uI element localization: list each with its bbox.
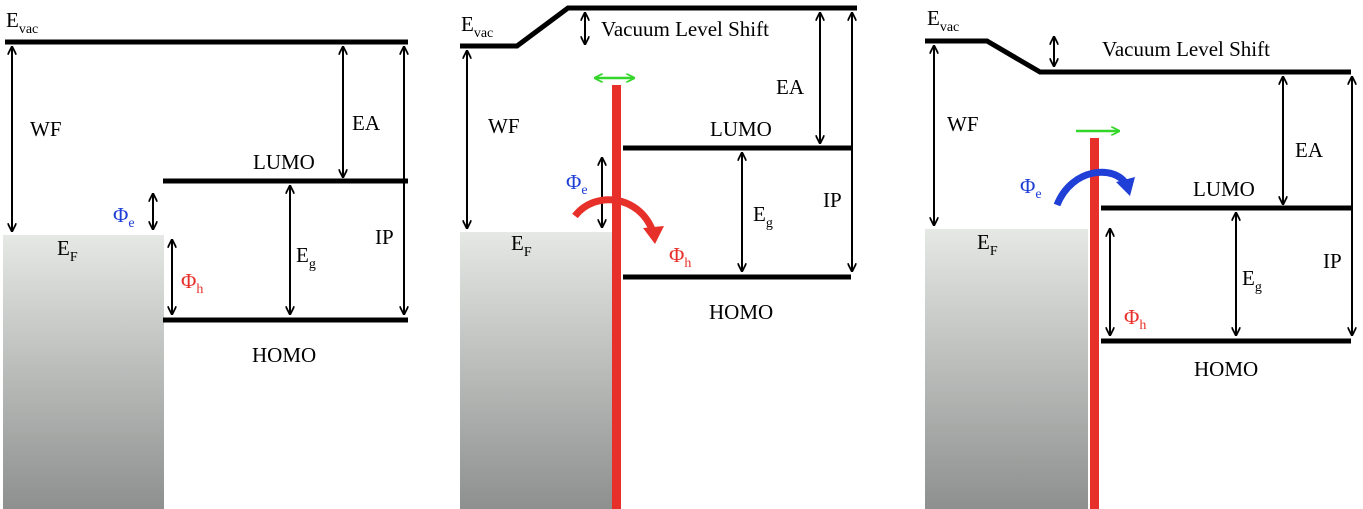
- ip-label: IP: [375, 225, 394, 249]
- eg-label: Eg: [1242, 266, 1262, 295]
- homo-label: HOMO: [709, 300, 773, 324]
- panel-downward-shift: Evac Vacuum Level Shift WF EA LUMO IP Eg…: [925, 6, 1352, 509]
- vacuum-shift-label: Vacuum Level Shift: [1102, 37, 1270, 61]
- interface-dipole-layer: [612, 85, 621, 509]
- eg-label: Eg: [296, 243, 316, 272]
- electron-injection-arrowhead: [1116, 177, 1135, 196]
- ef-label: EF: [57, 236, 78, 265]
- hole-injection-arrowhead: [643, 226, 664, 244]
- ef-label: EF: [977, 230, 998, 259]
- lumo-label: LUMO: [710, 117, 772, 141]
- evac-label: Evac: [6, 8, 38, 37]
- metal-block: [3, 235, 164, 509]
- evac-label: Evac: [927, 6, 959, 35]
- eg-label: Eg: [753, 202, 773, 231]
- lumo-label: LUMO: [1193, 177, 1255, 201]
- lumo-label: LUMO: [253, 150, 315, 174]
- homo-label: HOMO: [252, 343, 316, 367]
- phi-h-label: Φh: [669, 243, 691, 271]
- wf-label: WF: [947, 112, 979, 136]
- ea-label: EA: [776, 75, 805, 99]
- vacuum-shift-label: Vacuum Level Shift: [601, 17, 769, 41]
- ip-label: IP: [1323, 249, 1342, 273]
- panel-upward-shift: Evac Vacuum Level Shift WF EA LUMO IP Eg…: [460, 5, 857, 509]
- hole-injection-arrow: [572, 196, 657, 234]
- phi-h-label: Φh: [1124, 305, 1146, 333]
- ef-label: EF: [511, 231, 532, 260]
- evac-label: Evac: [461, 12, 493, 41]
- ea-label: EA: [352, 111, 381, 135]
- ea-label: EA: [1295, 138, 1324, 162]
- metal-block: [925, 229, 1088, 509]
- interface-dipole-layer: [1090, 138, 1099, 509]
- ip-label: IP: [823, 188, 842, 212]
- phi-e-label: Φe: [1020, 174, 1042, 202]
- electron-injection-arrow: [1053, 168, 1130, 207]
- phi-h-label: Φh: [181, 269, 203, 297]
- phi-e-label: Φe: [113, 203, 135, 231]
- metal-block: [460, 232, 612, 509]
- vacuum-level-line: [460, 5, 857, 49]
- vacuum-level-line: [925, 38, 1351, 75]
- wf-label: WF: [488, 114, 520, 138]
- phi-e-label: Φe: [566, 170, 588, 198]
- homo-label: HOMO: [1194, 357, 1258, 381]
- wf-label: WF: [30, 117, 62, 141]
- panel-no-dipole: Evac WF EA LUMO IP Eg EF Φe Φh HOMO: [3, 8, 408, 509]
